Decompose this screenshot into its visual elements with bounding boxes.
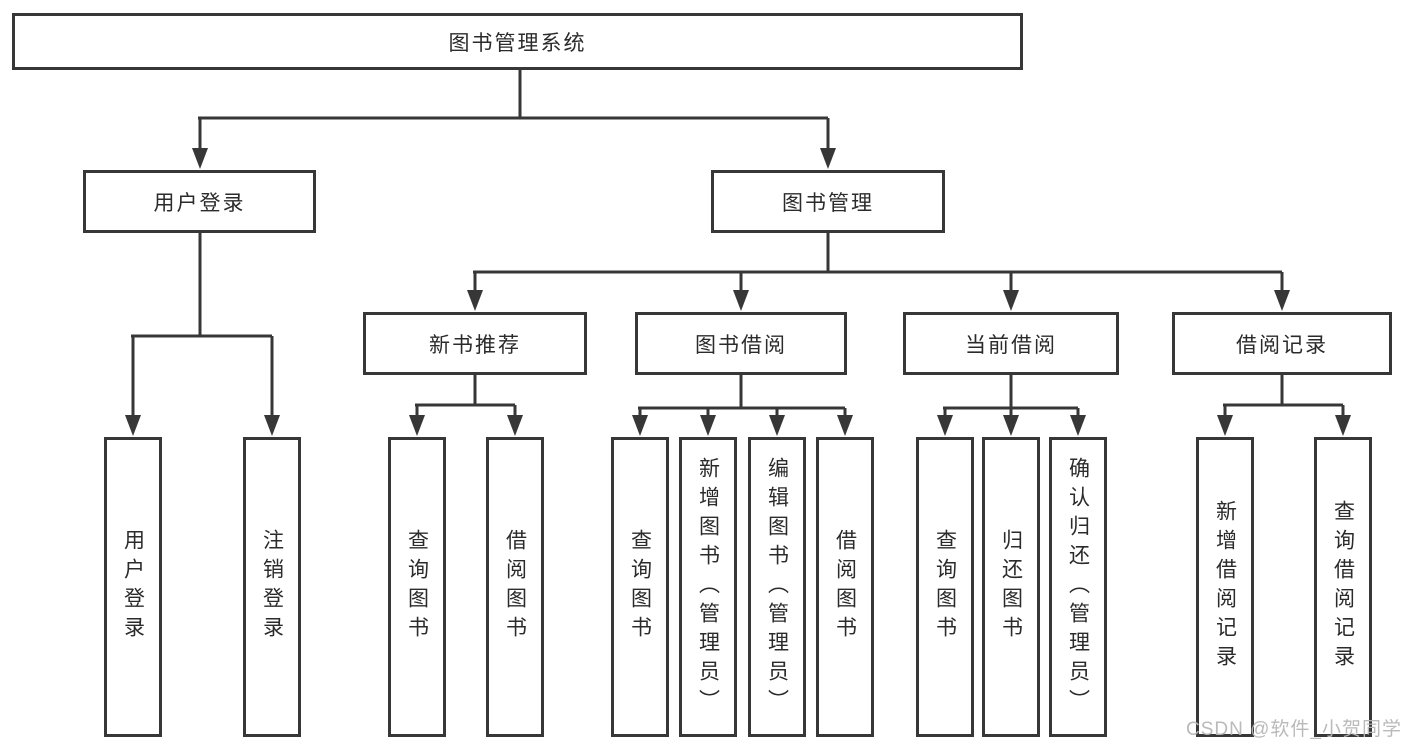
leaf-query-books-recommend: 查询图书 (388, 437, 446, 737)
leaf-logout: 注销登录 (243, 437, 301, 737)
leaf-return-books: 归还图书 (982, 437, 1040, 737)
node-book-management: 图书管理 (711, 170, 945, 233)
leaf-add-books-admin-label: 新增图书（管理员） (696, 456, 720, 718)
leaf-logout-label: 注销登录 (260, 529, 284, 645)
leaf-query-books-borrow: 查询图书 (611, 437, 669, 737)
node-borrowing-records: 借阅记录 (1172, 312, 1392, 375)
leaf-user-login-label: 用户登录 (121, 529, 145, 645)
node-book-borrowing: 图书借阅 (635, 312, 847, 375)
leaf-return-books-label: 归还图书 (999, 529, 1023, 645)
leaf-query-books-current-label: 查询图书 (933, 529, 957, 645)
leaf-query-borrow-record-label: 查询借阅记录 (1331, 500, 1355, 674)
leaf-borrow-books-recommend-label: 借阅图书 (503, 529, 527, 645)
leaf-query-borrow-record: 查询借阅记录 (1314, 437, 1372, 737)
node-new-book-recommendation: 新书推荐 (363, 312, 587, 375)
leaf-user-login: 用户登录 (104, 437, 162, 737)
leaf-edit-books-admin-label: 编辑图书（管理员） (765, 456, 789, 718)
leaf-confirm-return-admin-label: 确认归还（管理员） (1066, 456, 1090, 718)
leaf-borrow-books-recommend: 借阅图书 (486, 437, 544, 737)
csdn-watermark: CSDN @软件_小贺同学 (1186, 719, 1402, 740)
leaf-edit-books-admin: 编辑图书（管理员） (748, 437, 806, 737)
leaf-add-borrow-record-label: 新增借阅记录 (1213, 500, 1237, 674)
leaf-confirm-return-admin: 确认归还（管理员） (1049, 437, 1107, 737)
leaf-add-borrow-record: 新增借阅记录 (1196, 437, 1254, 737)
leaf-query-books-borrow-label: 查询图书 (628, 529, 652, 645)
leaf-add-books-admin: 新增图书（管理员） (679, 437, 737, 737)
node-library-management-system: 图书管理系统 (12, 13, 1023, 70)
leaf-borrow-books: 借阅图书 (816, 437, 874, 737)
node-user-login: 用户登录 (83, 170, 316, 233)
leaf-borrow-books-label: 借阅图书 (833, 529, 857, 645)
leaf-query-books-recommend-label: 查询图书 (405, 529, 429, 645)
node-current-borrowing: 当前借阅 (903, 312, 1119, 375)
leaf-query-books-current: 查询图书 (916, 437, 974, 737)
